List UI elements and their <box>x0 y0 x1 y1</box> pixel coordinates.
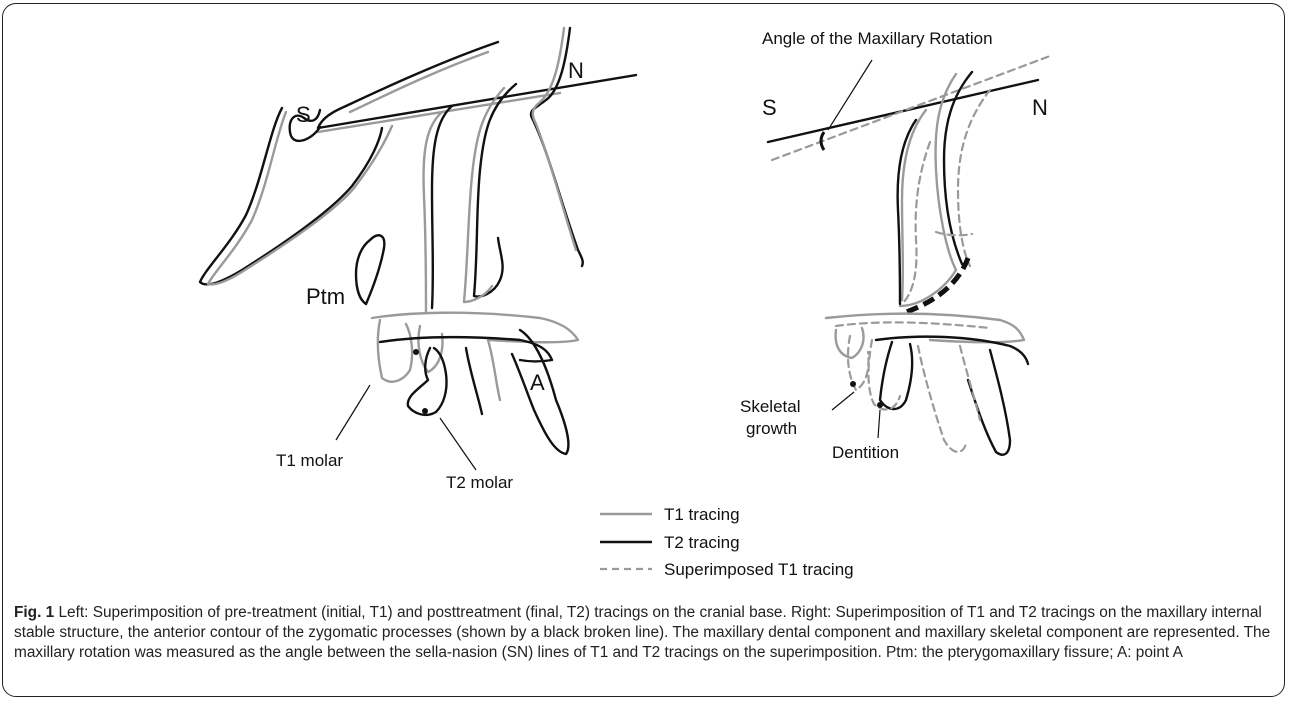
left-zygomatic-t2 <box>474 84 516 296</box>
right-maxilla-t2 <box>876 337 1028 455</box>
legend-label-t1: T1 tracing <box>664 505 740 524</box>
right-label-n: N <box>1032 95 1048 120</box>
left-cranial-base-outline-t2 <box>200 42 498 284</box>
left-t1-molar-dot <box>413 349 419 355</box>
left-t2-molar-dot <box>422 408 428 414</box>
figure-number: Fig. 1 <box>14 604 54 621</box>
legend-label-t2: T2 tracing <box>664 533 740 552</box>
legend-label-superimposed: Superimposed T1 tracing <box>664 560 854 579</box>
left-cranial-base-outline-t1 <box>208 52 488 284</box>
left-label-t2-molar: T2 molar <box>446 473 513 492</box>
left-label-ptm: Ptm <box>306 284 345 309</box>
left-label-a: A <box>530 370 545 395</box>
right-zygoma-t2 <box>898 72 972 304</box>
right-label-angle-title: Angle of the Maxillary Rotation <box>762 29 993 48</box>
left-label-s: S <box>296 102 311 127</box>
legend: T1 tracing T2 tracing Superimposed T1 tr… <box>600 505 854 579</box>
right-sn-line-superimposed-t1 <box>772 56 1050 160</box>
figure-caption: Fig. 1 Left: Superimposition of pre-trea… <box>14 603 1276 663</box>
left-panel-cranial-base-superimposition: S N Ptm A T1 molar T2 molar <box>200 28 636 492</box>
right-label-skeletal: Skeletal <box>740 397 800 416</box>
left-zygomatic-t1 <box>464 88 504 302</box>
right-panel-maxillary-superimposition: Angle of the Maxillary Rotation S N Skel… <box>740 29 1050 462</box>
right-label-s: S <box>762 95 777 120</box>
left-ptm-fissure <box>356 235 384 304</box>
right-skeletal-leader <box>832 392 854 410</box>
left-t1-molar-leader <box>336 385 370 440</box>
left-pterygoid-t2 <box>432 106 452 308</box>
right-label-growth: growth <box>746 419 797 438</box>
caption-text: Left: Superimposition of pre-treatment (… <box>14 604 1270 661</box>
left-label-n: N <box>568 58 584 83</box>
left-t2-molar-leader <box>440 418 476 470</box>
left-sn-line <box>318 75 636 128</box>
right-dentition-dot <box>877 402 883 408</box>
right-dentition-leader <box>878 410 880 438</box>
left-label-t1-molar: T1 molar <box>276 451 343 470</box>
right-label-dentition: Dentition <box>832 443 899 462</box>
right-skeletal-dot <box>850 381 856 387</box>
